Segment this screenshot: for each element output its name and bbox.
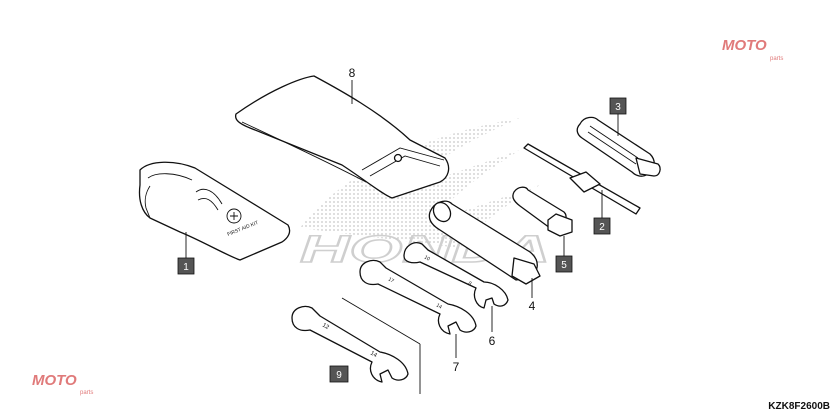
moto-logo-text: MOTO	[32, 372, 77, 389]
callout-5[interactable]: 5	[555, 255, 573, 273]
wrench-7-size-top: 17	[387, 277, 395, 285]
moto-logo-text: MOTO	[722, 37, 767, 54]
reference-code: KZK8F2600B	[768, 401, 830, 412]
part-spark-plug-socket[interactable]	[512, 186, 573, 256]
svg-text:1: 1	[183, 262, 189, 273]
callout-3[interactable]: 3	[609, 97, 627, 115]
part-open-end-wrench-10x8[interactable]: 10 8	[403, 242, 509, 332]
part-open-end-wrench-17x14[interactable]: 17 14	[359, 259, 477, 358]
part-first-aid-kit[interactable]: FIRST AID KIT	[138, 161, 291, 261]
moto-logo-subtext: parts	[80, 390, 93, 396]
wrench-6-size-top: 10	[423, 255, 431, 263]
callout-7[interactable]: 7	[453, 360, 460, 374]
wrench-group-bracket	[341, 297, 421, 394]
callout-8[interactable]: 8	[349, 66, 356, 80]
callout-6[interactable]: 6	[489, 334, 496, 348]
moto-logo-top: MOTO parts	[722, 37, 783, 62]
part-screwdriver-shaft[interactable]	[523, 143, 641, 218]
wrench-7-size-bottom: 14	[435, 303, 443, 311]
callout-2[interactable]: 2	[593, 217, 611, 235]
part-box-spanner[interactable]	[428, 199, 541, 298]
svg-text:7: 7	[453, 360, 460, 374]
wrench-9-size-bottom: 14	[369, 351, 378, 360]
moto-logo-bottom: MOTO parts	[32, 372, 93, 396]
callout-9[interactable]: 9	[329, 365, 349, 383]
svg-text:2: 2	[599, 222, 605, 233]
svg-text:3: 3	[615, 102, 621, 113]
part-tool-bag[interactable]	[234, 75, 450, 199]
wrench-9-size-top: 12	[321, 323, 330, 332]
svg-text:4: 4	[529, 299, 536, 313]
moto-logo-subtext: parts	[770, 56, 783, 62]
svg-text:8: 8	[349, 66, 356, 80]
svg-text:6: 6	[489, 334, 496, 348]
callout-4[interactable]: 4	[529, 299, 536, 313]
svg-text:5: 5	[561, 260, 567, 271]
part-screwdriver-handle[interactable]	[576, 114, 661, 177]
part-open-end-wrench-12x14[interactable]: 12 14	[291, 305, 409, 383]
svg-text:9: 9	[336, 370, 342, 381]
wing-logo-icon	[300, 118, 540, 248]
callout-1[interactable]: 1	[177, 257, 195, 275]
wrench-6-size-bottom: 8	[467, 281, 473, 288]
